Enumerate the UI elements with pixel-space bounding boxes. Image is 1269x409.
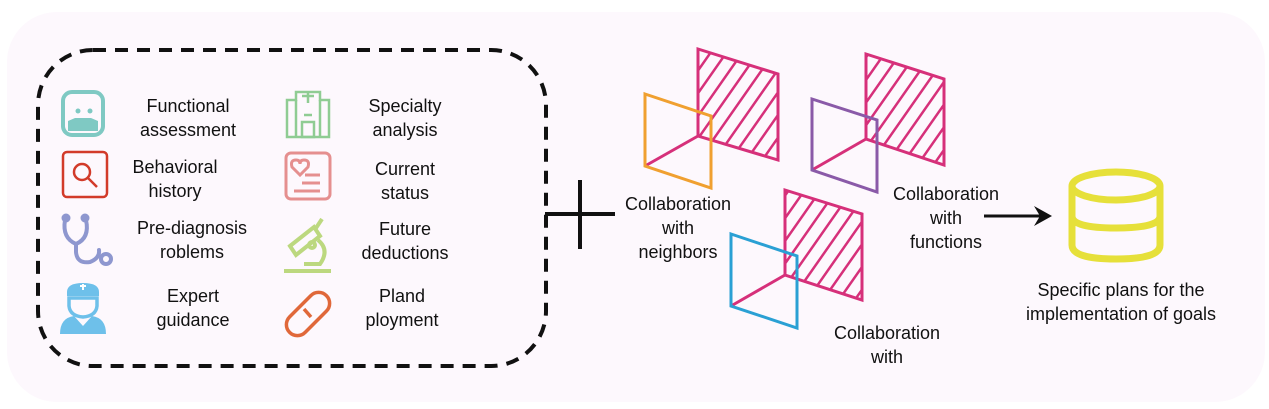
stethoscope-icon bbox=[61, 213, 113, 266]
hatched-plane bbox=[696, 46, 780, 163]
magnifier-icon bbox=[61, 150, 109, 199]
collab-neighbors-graphic bbox=[643, 46, 780, 191]
outline-plane bbox=[729, 231, 799, 331]
hospital-icon bbox=[285, 90, 331, 139]
arrow-right-icon bbox=[984, 206, 1052, 226]
hatched-plane bbox=[783, 187, 864, 303]
pill-icon bbox=[284, 290, 332, 338]
hatched-plane bbox=[864, 51, 946, 168]
diagram-background bbox=[7, 12, 1265, 402]
factors-dashed-box bbox=[36, 48, 548, 368]
database-icon bbox=[1068, 168, 1164, 263]
doctor-icon bbox=[60, 283, 106, 334]
outline-plane bbox=[643, 91, 713, 191]
outline-plane bbox=[810, 96, 879, 195]
plus-icon bbox=[545, 180, 615, 249]
microscope-icon bbox=[284, 217, 331, 273]
mask-face-icon bbox=[61, 90, 105, 137]
collab-third-graphic bbox=[729, 187, 864, 331]
collab-functions-graphic bbox=[810, 51, 946, 195]
health-record-icon bbox=[284, 151, 332, 201]
